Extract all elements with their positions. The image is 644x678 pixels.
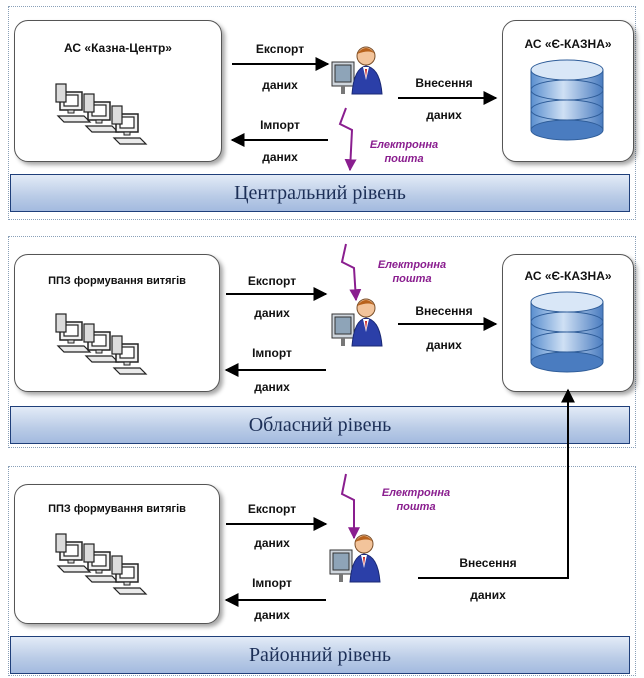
input-arrow-district: [418, 388, 575, 579]
source-title-central: АС «Казна-Центр»: [64, 41, 172, 55]
import-sub-central: даних: [262, 150, 298, 164]
email-label-district: Електронна пошта: [376, 486, 456, 514]
email-arrow-central: [338, 107, 357, 172]
input-sub-district: даних: [470, 588, 506, 602]
input-label-district: Внесення: [459, 556, 517, 570]
export-sub-regional: даних: [254, 306, 290, 320]
level-band-regional: Обласний рівень: [10, 406, 630, 444]
level-central: [8, 6, 636, 220]
email-line2-central: пошта: [384, 153, 424, 165]
input-sub-regional: даних: [426, 338, 462, 352]
email-arrow-district: [340, 473, 360, 540]
import-label-regional: Імпорт: [252, 346, 292, 360]
level-regional: [8, 236, 636, 448]
email-line1-central: Електронна: [369, 139, 439, 151]
level-district: [8, 466, 636, 676]
source-title-regional: ППЗ формування витягів: [48, 275, 186, 287]
target-title-regional: АС «Є-КАЗНА»: [524, 269, 612, 283]
email-line2-regional: пошта: [392, 273, 432, 285]
level-band-central: Центральний рівень: [10, 174, 630, 212]
email-label-regional: Електронна пошта: [372, 258, 452, 286]
email-arrow-regional: [340, 243, 362, 302]
source-title-district: ППЗ формування витягів: [48, 503, 186, 515]
target-title-central: АС «Є-КАЗНА»: [524, 37, 612, 51]
input-sub-central: даних: [426, 108, 462, 122]
import-label-central: Імпорт: [260, 118, 300, 132]
level-band-district: Районний рівень: [10, 636, 630, 674]
export-label-district: Експорт: [247, 502, 297, 516]
email-line2-district: пошта: [396, 501, 436, 513]
export-sub-central: даних: [262, 78, 298, 92]
email-line1-regional: Електронна: [377, 259, 447, 271]
export-label-regional: Експорт: [247, 274, 297, 288]
email-line1-district: Електронна: [381, 487, 451, 499]
export-sub-district: даних: [254, 536, 290, 550]
input-label-central: Внесення: [415, 76, 473, 90]
source-box-district: ППЗ формування витягів: [14, 484, 220, 624]
import-sub-regional: даних: [254, 380, 290, 394]
input-label-regional: Внесення: [415, 304, 473, 318]
import-label-district: Імпорт: [252, 576, 292, 590]
export-label-central: Експорт: [255, 42, 305, 56]
import-sub-district: даних: [254, 608, 290, 622]
email-label-central: Електронна пошта: [364, 138, 444, 166]
